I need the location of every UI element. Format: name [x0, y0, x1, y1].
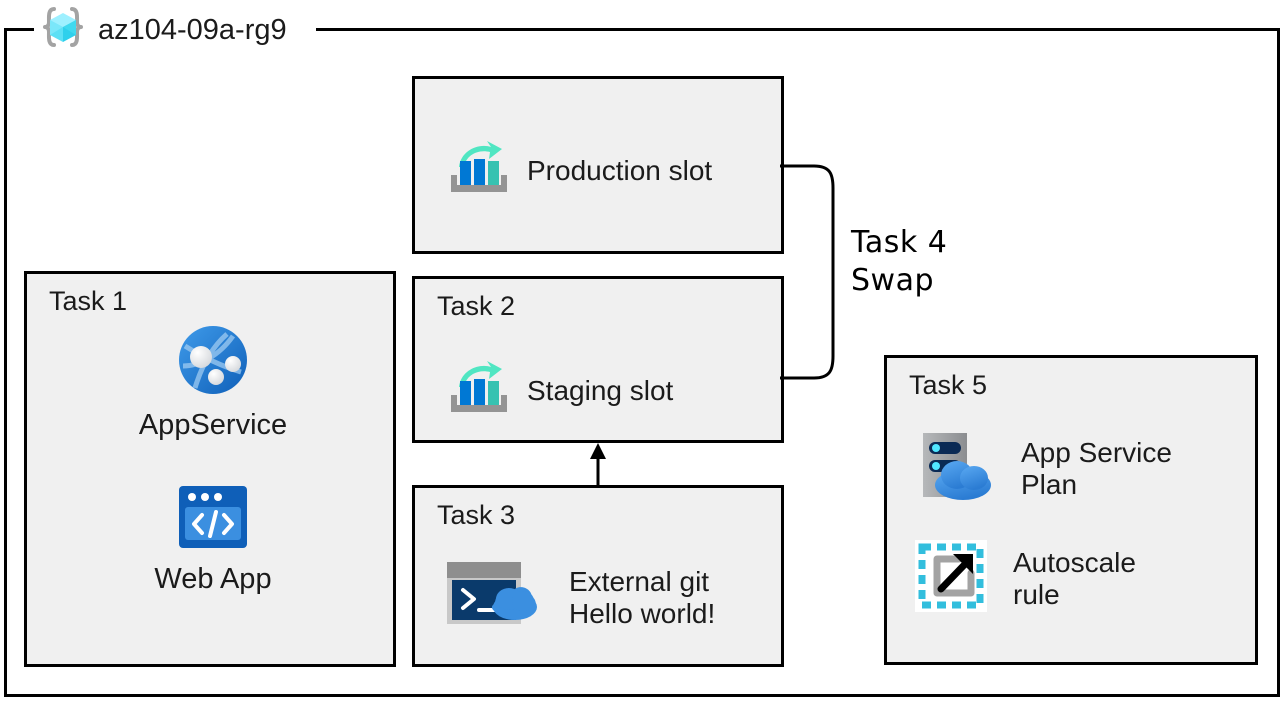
- app-service-globe-icon: [175, 322, 251, 403]
- resource-group-frame: [4, 28, 1280, 697]
- autoscale-rule-label: Autoscale rule: [1013, 547, 1136, 610]
- cloud-shell-terminal-icon: [443, 558, 539, 637]
- resource-group-name: az104-09a-rg9: [98, 13, 287, 46]
- autoscale-rule-icon: [915, 540, 987, 617]
- task3-box[interactable]: Task 3 External git Hello world!: [412, 485, 784, 667]
- deployment-slot-icon: [445, 357, 509, 424]
- task5-box[interactable]: Task 5: [884, 355, 1258, 665]
- task2-box[interactable]: Task 2 Staging slot: [412, 276, 784, 443]
- app-service-plan-label: App Service Plan: [1021, 437, 1172, 500]
- task5-label: Task 5: [909, 370, 988, 400]
- up-arrow-icon: [587, 443, 609, 487]
- app-service-label: AppService: [138, 409, 288, 441]
- task1-box[interactable]: Task 1: [24, 271, 396, 667]
- resource-group-cube-icon: [38, 3, 88, 58]
- resource-group-header-mask: [34, 14, 316, 46]
- task2-label: Task 2: [437, 291, 516, 321]
- resource-group-header: az104-09a-rg9: [38, 4, 287, 56]
- external-git-row: External git Hello world!: [443, 558, 715, 637]
- deployment-slot-icon: [445, 137, 509, 204]
- app-service-item[interactable]: AppService: [27, 322, 399, 440]
- app-service-plan-icon: [915, 428, 995, 509]
- autoscale-rule-row[interactable]: Autoscale rule: [915, 540, 1136, 617]
- production-slot-box[interactable]: Production slot: [412, 76, 784, 254]
- task3-label: Task 3: [437, 500, 516, 530]
- app-service-plan-row[interactable]: App Service Plan: [915, 428, 1172, 509]
- staging-slot-label: Staging slot: [527, 374, 674, 406]
- external-git-label: External git Hello world!: [569, 566, 716, 629]
- production-slot-row: Production slot: [445, 137, 712, 204]
- web-app-code-window-icon: [175, 482, 251, 557]
- production-slot-label: Production slot: [527, 154, 713, 186]
- staging-slot-row: Staging slot: [445, 357, 673, 424]
- web-app-item[interactable]: Web App: [27, 482, 399, 594]
- swap-connector-label: Task 4 Swap: [851, 225, 948, 298]
- task1-label: Task 1: [49, 286, 128, 316]
- web-app-label: Web App: [154, 563, 272, 595]
